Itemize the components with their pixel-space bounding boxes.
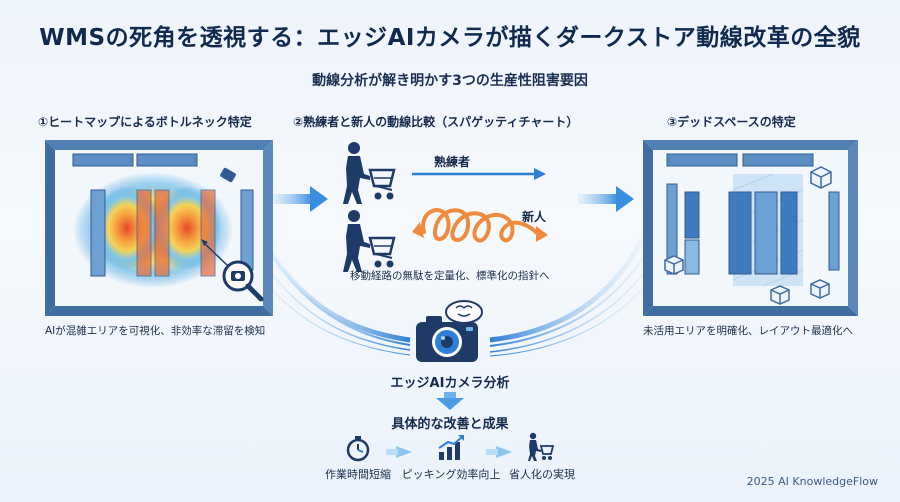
results-heading: 具体的な改善と成果 <box>391 417 509 432</box>
result-label-picking: ピッキング効率向上 <box>401 468 501 481</box>
result-label-labor: 省人化の実現 <box>509 468 575 481</box>
section-3-caption: 未活用エリアを明確化、レイアウト最適化へ <box>643 325 853 337</box>
expert-label: 熟練者 <box>434 155 471 169</box>
stopwatch-icon <box>346 436 370 462</box>
novice-spaghetti-path <box>421 208 540 243</box>
section-2-heading: ②熟練者と新人の動線比較（スパゲッティチャート） <box>293 115 579 129</box>
box-icon <box>664 166 832 305</box>
page-title: WMSの死角を透視する：エッジAIカメラが描くダークストア動線改革の全貌 <box>39 25 861 51</box>
camera-label: エッジAIカメラ分析 <box>390 376 510 391</box>
section-2-caption: 移動経路の無駄を定量化、標準化の指針へ <box>350 270 550 282</box>
arrow-center-to-right <box>578 186 634 212</box>
novice-worker-icon <box>343 210 396 272</box>
arrow-left-to-center <box>272 186 328 212</box>
ai-brain-cloud-icon <box>445 300 483 324</box>
dead-space-warehouse-illustration <box>643 140 858 316</box>
spaghetti-chart-illustration <box>343 142 548 272</box>
results-arrow-2 <box>496 446 512 458</box>
section-3-heading: ③デッドスペースの特定 <box>667 115 796 129</box>
footer-credit: 2025 AI KnowledgeFlow <box>746 475 878 488</box>
section-1-caption: AIが混雑エリアを可視化、非効率な滞留を検知 <box>45 325 266 337</box>
arrow-down-to-results <box>436 392 464 410</box>
page-subtitle: 動線分析が解き明かす3つの生産性阻害要因 <box>312 73 588 89</box>
section-1-heading: ①ヒートマップによるボトルネック特定 <box>38 115 252 129</box>
result-label-time: 作業時間短縮 <box>325 468 391 481</box>
magnifier-icon <box>201 239 264 302</box>
bar-chart-up-icon <box>438 435 464 460</box>
expert-worker-icon <box>343 142 396 204</box>
edge-ai-camera-icon <box>416 300 483 362</box>
results-arrow-1 <box>396 446 412 458</box>
worker-cart-icon <box>528 432 555 461</box>
novice-label: 新人 <box>522 210 547 224</box>
heatmap-warehouse-illustration <box>45 140 273 316</box>
